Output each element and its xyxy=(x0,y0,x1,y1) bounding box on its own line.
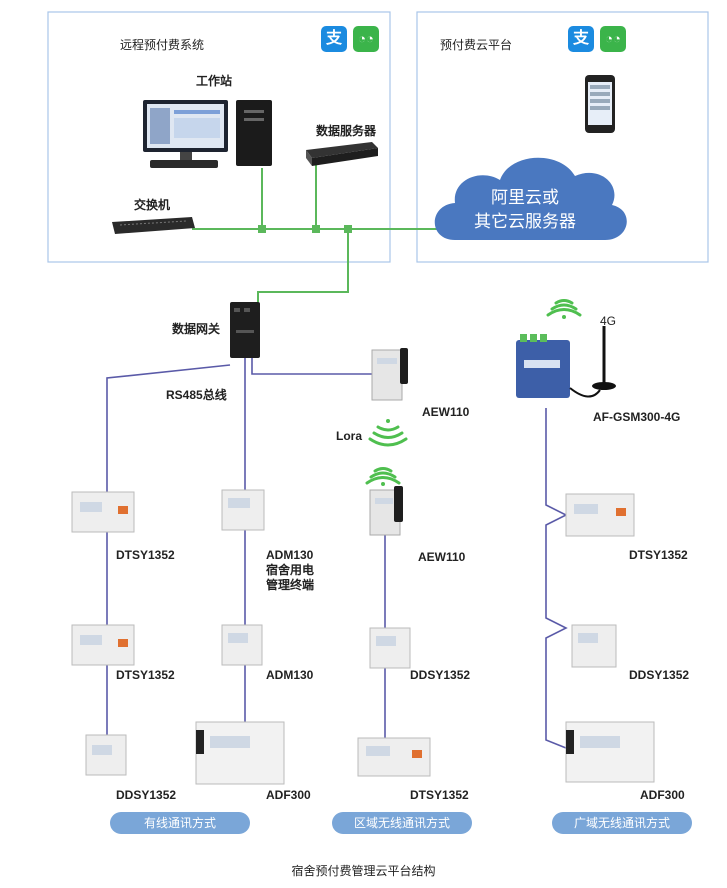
col3-meter2-label: DTSY1352 xyxy=(410,788,469,802)
wide-wireless-mode-pill: 广域无线通讯方式 xyxy=(552,812,692,834)
switch-icon xyxy=(112,217,195,234)
col3-meter1-label: DDSY1352 xyxy=(410,668,471,682)
local-wireless-mode-pill: 区域无线通讯方式 xyxy=(332,812,472,834)
wechat-icon-right: ◔◔ xyxy=(600,26,626,52)
col2-meter1-desc1: 宿舍用电 xyxy=(266,563,315,577)
data-server-icon xyxy=(306,142,378,166)
aew110-top-label: AEW110 xyxy=(422,405,470,419)
wifi-icon-aew110 xyxy=(365,467,401,486)
node-server xyxy=(312,225,320,233)
col1-meter2-label: DTSY1352 xyxy=(116,668,175,682)
wifi-icon-4g xyxy=(546,299,582,319)
meter-col3-2 xyxy=(357,737,431,777)
gsm-module-label: AF-GSM300-4G xyxy=(593,410,681,424)
col2-meter1-label: ADM130 xyxy=(266,548,314,562)
meter-col1-1 xyxy=(71,491,135,533)
meter-col2-2 xyxy=(221,624,263,666)
bus-to-aew110 xyxy=(251,358,372,375)
diagram-caption: 宿舍预付费管理云平台结构 xyxy=(291,864,436,878)
meter-col2-3 xyxy=(195,721,285,785)
alipay-icon-right: 支 xyxy=(568,26,594,52)
gsm-module-icon xyxy=(516,326,616,398)
workstation-label: 工作站 xyxy=(196,74,233,88)
wired-mode-pill: 有线通讯方式 xyxy=(110,812,250,834)
gateway-uplink xyxy=(257,229,349,302)
cloud-shape xyxy=(434,157,627,240)
aew110-bottom-label: AEW110 xyxy=(418,550,466,564)
col2-meter3-label: ADF300 xyxy=(266,788,311,802)
lora-label: Lora xyxy=(336,429,363,443)
data-gateway-label: 数据网关 xyxy=(172,322,221,336)
network-nodes xyxy=(258,225,352,233)
meter-col4-3 xyxy=(565,721,655,783)
bus-lines xyxy=(106,358,568,749)
aew110-top-icon xyxy=(371,348,408,401)
cloud-label-line2: 其它云服务器 xyxy=(474,212,576,231)
remote-system-panel xyxy=(47,11,391,263)
col4-meter3-label: ADF300 xyxy=(640,788,685,802)
workstation-icon xyxy=(143,100,272,168)
cloud-label-line1: 阿里云或 xyxy=(491,188,559,207)
meter-col4-1 xyxy=(565,493,635,537)
col2-meter1-desc2: 管理终端 xyxy=(266,578,315,592)
aew110-bottom-icon xyxy=(369,486,403,536)
wechat-icon-left: ◔◔ xyxy=(353,26,379,52)
meter-col3-1 xyxy=(369,627,411,669)
node-workstation xyxy=(258,225,266,233)
phone-icon xyxy=(585,75,615,133)
cloud-platform-title: 预付费云平台 xyxy=(440,38,513,52)
col1-meter3-label: DDSY1352 xyxy=(116,788,177,802)
col4-meter2-label: DDSY1352 xyxy=(629,668,690,682)
col2-meter2-label: ADM130 xyxy=(266,668,314,682)
data-server-label: 数据服务器 xyxy=(316,124,377,138)
meter-col1-2 xyxy=(71,624,135,666)
wifi-icon-lora xyxy=(368,419,408,447)
switch-label: 交换机 xyxy=(134,198,171,212)
cloud-platform-panel xyxy=(416,11,709,263)
remote-system-title: 远程预付费系统 xyxy=(120,38,205,52)
rs485-bus-col1 xyxy=(106,364,231,500)
bus-col4 xyxy=(545,408,568,749)
meter-col2-1 xyxy=(221,489,265,531)
col4-meter1-label: DTSY1352 xyxy=(629,548,688,562)
signal-4g-label: 4G xyxy=(600,314,617,328)
meter-col4-2 xyxy=(571,624,617,668)
rs485-bus-label: RS485总线 xyxy=(166,388,227,402)
col1-meter1-label: DTSY1352 xyxy=(116,548,175,562)
node-gateway xyxy=(344,225,352,233)
data-gateway-icon xyxy=(230,302,260,358)
meter-col1-3 xyxy=(85,734,127,776)
alipay-icon-left: 支 xyxy=(321,26,347,52)
